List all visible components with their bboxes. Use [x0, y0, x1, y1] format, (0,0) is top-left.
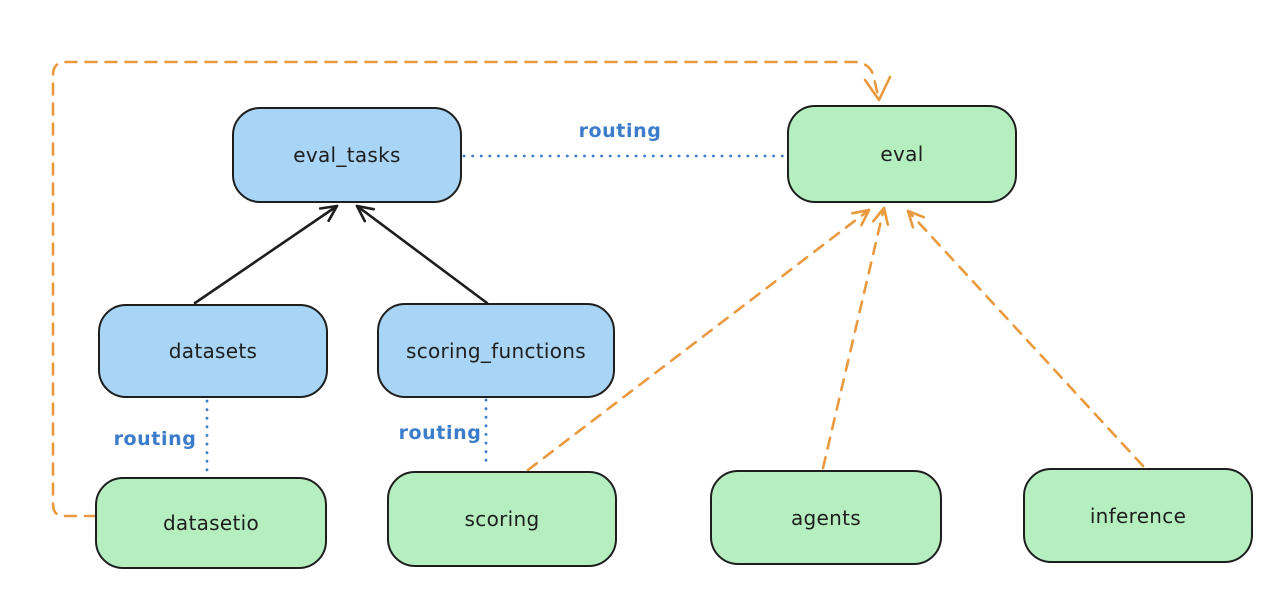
node-scoring-functions: scoring_functions [377, 303, 615, 398]
edge-scoring-functions-to-eval-tasks-arrowhead [355, 204, 375, 223]
node-eval-tasks-label: eval_tasks [293, 143, 401, 167]
node-scoring-functions-label: scoring_functions [405, 338, 587, 363]
node-datasetio: datasetio [95, 477, 327, 569]
node-datasetio-label: datasetio [162, 511, 260, 535]
node-inference-label: inference [1089, 503, 1187, 528]
edge-agents-to-eval-dashed [821, 206, 886, 470]
routing-label-scoring-functions-to-scoring: routing [398, 422, 482, 444]
edge-agents-to-eval-arrowhead [872, 206, 890, 226]
edge-scoring-functions-to-eval-tasks-line [355, 204, 489, 305]
node-eval-tasks: eval_tasks [232, 107, 462, 203]
edge-scoring-to-eval-arrowhead [851, 208, 871, 227]
node-inference: inference [1023, 468, 1253, 563]
edge-scoring-to-eval-dashed [526, 208, 871, 472]
node-agents: agents [710, 470, 942, 565]
edge-datasets-to-eval-tasks-arrowhead [318, 204, 339, 223]
edge-inference-to-eval-dashed [906, 209, 1145, 468]
node-scoring: scoring [387, 471, 617, 567]
node-eval-label: eval [880, 142, 924, 166]
edge-inference-to-eval-arrowhead [906, 209, 926, 229]
node-datasets: datasets [98, 304, 328, 398]
edge-datasetio-to-eval-arrowhead [863, 75, 892, 102]
routing-label-datasets-to-datasetio: routing [113, 428, 197, 450]
node-agents-label: agents [791, 505, 861, 530]
edge-datasetio-to-eval-dashed-loop [51, 60, 880, 518]
node-scoring-label: scoring [464, 507, 540, 531]
routing-label-eval-tasks-to-eval: routing [578, 120, 662, 142]
node-eval: eval [787, 105, 1017, 203]
node-datasets-label: datasets [168, 339, 258, 363]
edge-datasets-to-eval-tasks-line [193, 204, 339, 305]
